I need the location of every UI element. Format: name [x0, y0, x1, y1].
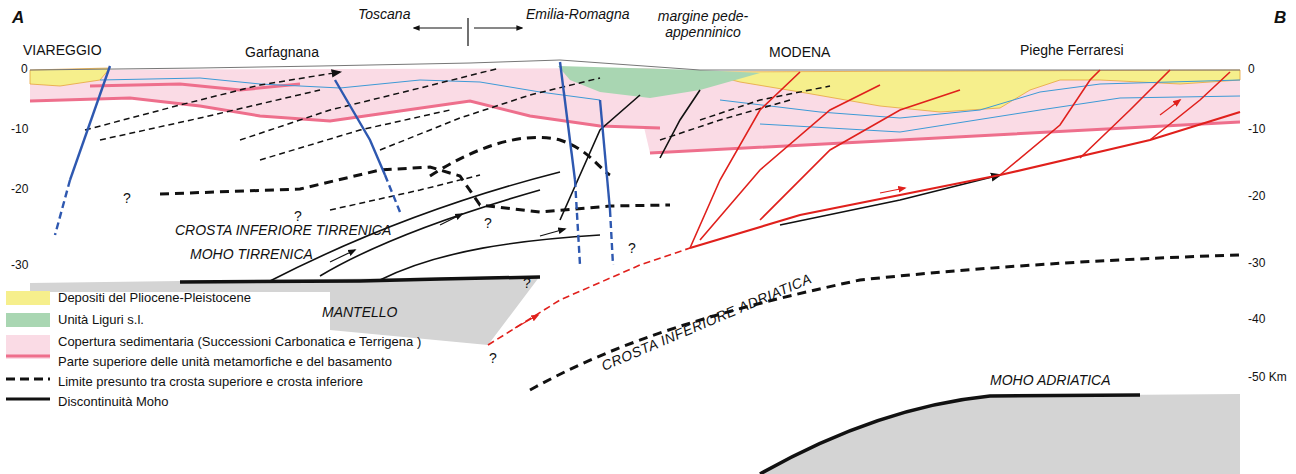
- place-name: MODENA: [769, 44, 830, 60]
- depth-tick: -10: [1248, 123, 1265, 137]
- depth-tick: 0: [21, 63, 28, 77]
- crust-label: CROSTA INFERIORE TIRRENICA: [175, 222, 391, 238]
- depth-tick: 0: [1248, 63, 1255, 77]
- place-name: Garfagnana: [245, 44, 319, 60]
- legend-text: Discontinuità Moho: [58, 395, 169, 409]
- legend-swatch: [6, 291, 50, 305]
- section-end: B: [1274, 8, 1286, 28]
- depth-tick: -50 Km: [1248, 371, 1287, 385]
- place-name: VIAREGGIO: [23, 42, 102, 58]
- place-name: margine pede-appenninico: [643, 8, 763, 40]
- mantle-label: MANTELLO: [322, 304, 397, 320]
- uncertainty-mark: ?: [628, 240, 636, 256]
- legend-text: Copertura sedimentaria (Successioni Carb…: [58, 335, 421, 349]
- uncertainty-mark: ?: [484, 215, 492, 231]
- depth-tick: -20: [1248, 190, 1265, 204]
- crust-label: CROSTA INFERIORE ADRIATICA: [599, 270, 814, 373]
- moho-label: MOHO ADRIATICA: [990, 372, 1111, 388]
- place-name: Pieghe Ferraresi: [1020, 42, 1124, 58]
- legend-swatch: [6, 335, 50, 347]
- depth-tick: -20: [11, 183, 28, 197]
- uncertainty-mark: ?: [489, 350, 497, 366]
- legend-swatch: [6, 313, 50, 327]
- depth-tick: -40: [1248, 313, 1265, 327]
- legend-text: Parte superiore delle unità metamorfiche…: [58, 355, 392, 369]
- moho-label: MOHO TIRRENICA: [190, 246, 313, 262]
- depth-tick: -30: [11, 259, 28, 273]
- legend-text: Limite presunto tra crosta superiore e c…: [58, 375, 363, 389]
- region-name: Emilia-Romagna: [526, 6, 629, 22]
- legend-text: Depositi del Pliocene-Pleistocene: [58, 291, 251, 305]
- uncertainty-mark: ?: [294, 208, 302, 224]
- depth-tick: -30: [1248, 257, 1265, 271]
- uncertainty-mark: ?: [123, 190, 131, 206]
- depth-tick: -10: [11, 123, 28, 137]
- region-name: Toscana: [358, 6, 410, 22]
- legend-text: Unità Liguri s.l.: [58, 313, 144, 327]
- section-end: A: [12, 8, 24, 28]
- uncertainty-mark: ?: [523, 275, 531, 291]
